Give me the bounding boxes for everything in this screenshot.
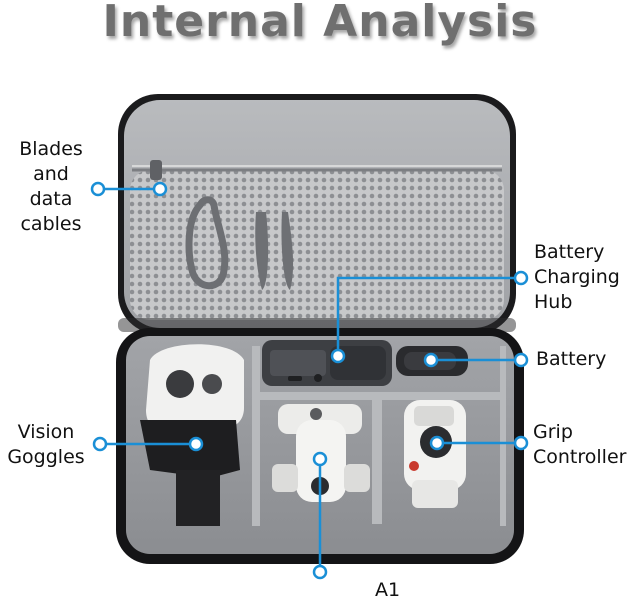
marker-goggles-outer (92, 436, 108, 452)
marker-hub-inner (330, 348, 346, 364)
label-line: Battery (536, 348, 607, 370)
marker-battery-inner (423, 352, 439, 368)
label-line: Goggles (7, 446, 85, 468)
marker-blades-inner (152, 181, 168, 197)
label-line: cables (20, 213, 82, 235)
callout-markers (90, 181, 529, 580)
label-battery: Battery (536, 347, 606, 372)
label-line: Charging (534, 266, 620, 288)
marker-hub-outer (513, 270, 529, 286)
marker-goggles-inner (188, 436, 204, 452)
label-line: data (29, 188, 73, 210)
label-vision-goggles: Vision Goggles (0, 420, 92, 470)
label-blades-and-data-cables: Blades and data cables (12, 137, 90, 237)
case-lid (118, 94, 516, 334)
page-title: Internal Analysis (102, 0, 538, 47)
marker-drone-inner (312, 451, 328, 467)
marker-battery-outer (513, 352, 529, 368)
label-line: Vision (17, 421, 75, 443)
label-drone-a1: A1 (375, 578, 400, 603)
label-line: Grip (533, 421, 573, 443)
label-line: A1 (375, 579, 401, 601)
label-grip-controller: Grip Controller (533, 420, 626, 470)
label-line: Hub (534, 291, 573, 313)
label-line: Blades (19, 138, 83, 160)
grip-controller (404, 400, 466, 508)
vision-goggles (140, 344, 244, 526)
blade-right (281, 212, 294, 290)
marker-grip-inner (429, 435, 445, 451)
marker-drone-outer (312, 564, 328, 580)
cable-coil (185, 196, 229, 290)
drone-a1 (272, 404, 370, 502)
battery-charging-hub (262, 340, 392, 386)
callout-line-hub (336, 276, 521, 355)
callout-lines (98, 187, 521, 571)
label-line: Battery (534, 241, 605, 263)
label-line: and (33, 163, 69, 185)
marker-grip-outer (513, 435, 529, 451)
blade-left (255, 212, 269, 290)
mesh-pocket (130, 170, 504, 320)
label-battery-charging-hub: Battery Charging Hub (534, 240, 620, 315)
marker-blades-outer (90, 181, 106, 197)
label-line: Controller (533, 446, 627, 468)
zipper-pull (150, 160, 162, 180)
